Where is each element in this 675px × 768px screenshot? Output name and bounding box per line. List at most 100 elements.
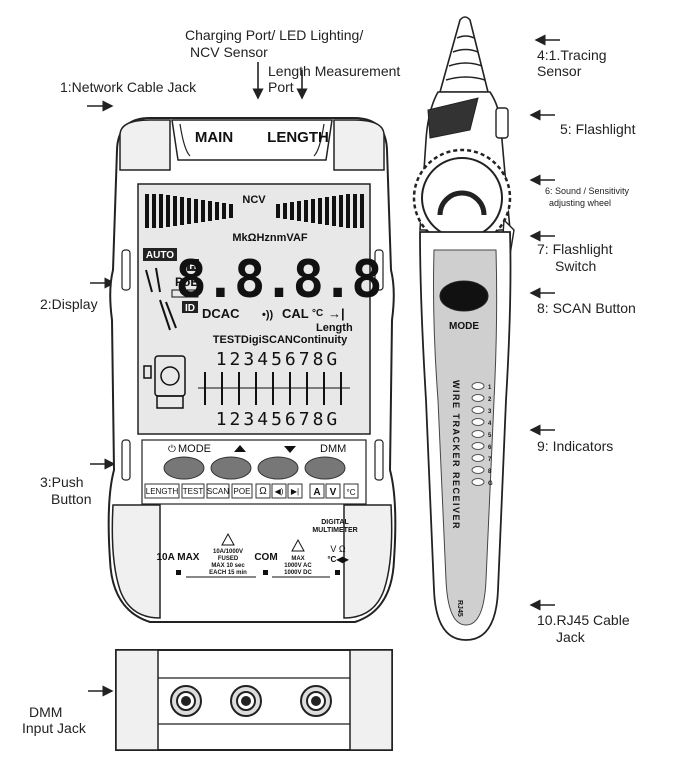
svg-text:POE: POE xyxy=(234,487,251,496)
tracer-receiver: MODE WIRE TRACKER RECEIVER 1 2 3 4 5 6 7… xyxy=(412,16,515,641)
ncv-bargraph xyxy=(145,194,364,228)
unit-symbols: MkΩHznmVAF xyxy=(232,232,308,244)
celsius-indicator: °C xyxy=(312,308,323,319)
flashlight-lens xyxy=(427,97,479,139)
label-rj45-jack-1: 10.RJ45 Cable xyxy=(537,612,630,628)
down-button[interactable] xyxy=(257,456,299,480)
hold-badge xyxy=(187,259,199,271)
fuse-rating: 10A/1000V FUSED MAX 10 sec EACH 15 min xyxy=(209,549,247,576)
label-rj45-jack-2: Jack xyxy=(556,629,585,645)
id-badge xyxy=(182,301,198,313)
voltage-rating: MAX 1000V AC 1000V DC xyxy=(284,556,312,576)
svg-text:6: 6 xyxy=(488,445,492,451)
down-arrow-icon xyxy=(284,446,296,453)
continuity-icon: •)) xyxy=(262,309,274,321)
main-digits: 8.8.8.8 xyxy=(175,250,380,310)
10a-max-label: 10A MAX xyxy=(157,552,200,563)
svg-text:V: V xyxy=(330,487,337,498)
svg-text:°C: °C xyxy=(347,488,356,497)
svg-text:TEST: TEST xyxy=(183,487,204,496)
hold-label: H xyxy=(189,261,196,272)
label-network-cable-jack: 1:Network Cable Jack xyxy=(60,79,197,95)
dmm-input-jacks xyxy=(170,685,332,717)
svg-text:Ω: Ω xyxy=(259,486,267,497)
label-push-button-1: 3:Push xyxy=(40,474,84,490)
probe-icon xyxy=(145,267,177,331)
label-dmm-jack-2: Input Jack xyxy=(22,720,86,736)
wire-tracker-receiver-label: WIRE TRACKER RECEIVER xyxy=(451,380,461,530)
label-display: 2:Display xyxy=(40,296,98,312)
label-flashlight-switch-2: Switch xyxy=(555,258,597,274)
svg-text:LENGTH: LENGTH xyxy=(146,487,179,496)
label-sound-wheel-2: adjusting wheel xyxy=(549,198,612,208)
led-indicators xyxy=(471,382,485,486)
bottom-view xyxy=(115,649,393,751)
label-flashlight-switch-1: 7: Flashlight xyxy=(537,241,613,257)
warning-icon-2 xyxy=(291,538,305,552)
scan-button[interactable] xyxy=(439,280,489,312)
length-indicator: Length xyxy=(316,322,353,334)
warning-icon xyxy=(221,532,235,546)
remote-unit-icon xyxy=(143,355,186,409)
svg-text:7: 7 xyxy=(488,457,492,463)
wiremap-top-numbers: 12345678G xyxy=(216,349,341,370)
mode-button-label: MODE xyxy=(178,443,211,455)
label-indicators: 9: Indicators xyxy=(537,438,614,454)
svg-text:▶|: ▶| xyxy=(291,487,299,496)
label-flashlight: 5: Flashlight xyxy=(560,121,636,137)
label-length-measurement: Length Measurement xyxy=(268,63,401,79)
mode-button[interactable] xyxy=(163,456,205,480)
label-tracing-sensor-2: Sensor xyxy=(537,63,582,79)
svg-text:1000V DC: 1000V DC xyxy=(284,570,312,576)
ncv-indicator: NCV xyxy=(242,194,266,206)
svg-text:EACH 15 min: EACH 15 min xyxy=(209,570,247,576)
wiremap-lines xyxy=(198,372,350,405)
auto-label: AUTO xyxy=(146,250,174,261)
svg-text:MAX 10 sec: MAX 10 sec xyxy=(211,563,245,569)
dmm-button[interactable] xyxy=(304,456,346,480)
main-tester: MAIN LENGTH NCV MkΩHznmVAF AUTO H xyxy=(107,117,397,623)
power-icon: ⏻ xyxy=(168,444,176,455)
tracing-sensor-tip xyxy=(438,16,490,93)
battery-segments xyxy=(171,289,199,298)
receiver-mode-label: MODE xyxy=(449,321,479,332)
label-length-port: Port xyxy=(268,79,294,95)
v-ohm-label: V Ω xyxy=(330,544,346,554)
label-scan-button: 8: SCAN Button xyxy=(537,300,636,316)
svg-text:5: 5 xyxy=(488,433,492,439)
digital-label: DIGITAL xyxy=(321,519,349,526)
svg-text:8: 8 xyxy=(488,469,492,475)
up-button[interactable] xyxy=(210,456,252,480)
length-port-label: LENGTH xyxy=(267,129,329,146)
temp-diode-label: °C◀▶ xyxy=(327,555,349,564)
auto-badge xyxy=(143,248,177,261)
svg-text:3: 3 xyxy=(488,409,492,415)
mode-indicator-row: TESTDigiSCANContinuity xyxy=(213,334,348,346)
label-tracing-sensor-1: 4:1.Tracing xyxy=(537,47,607,63)
main-port-label: MAIN xyxy=(195,129,233,146)
svg-text:2: 2 xyxy=(488,397,492,403)
label-charging-port: Charging Port/ LED Lighting/ xyxy=(185,27,364,43)
dcac-indicator: DCAC xyxy=(202,306,240,321)
cal-indicator: CAL xyxy=(282,306,309,321)
label-ncv-sensor: NCV Sensor xyxy=(190,44,268,60)
svg-text:G: G xyxy=(488,481,493,487)
rj45-label: RJ45 xyxy=(456,600,463,617)
svg-text:MAX: MAX xyxy=(291,556,304,562)
led-numbers: 1 2 3 4 5 6 7 8 G xyxy=(488,385,493,487)
wiremap-bottom-numbers: 12345678G xyxy=(216,409,341,430)
flashlight xyxy=(495,107,509,139)
id-label: ID xyxy=(185,303,195,314)
key-labels: LENGTH TEST SCAN POE Ω ◀) ▶| A V °C xyxy=(144,483,359,499)
com-label: COM xyxy=(254,552,277,563)
up-arrow-icon xyxy=(234,445,246,452)
label-dmm-jack-1: DMM xyxy=(29,704,63,720)
svg-text:A: A xyxy=(313,487,320,498)
label-sound-wheel-1: 6: Sound / Sensitivity xyxy=(545,186,630,196)
callout-arrows xyxy=(87,34,560,697)
terminal-markers xyxy=(176,570,340,575)
multimeter-label: MULTIMETER xyxy=(312,527,357,534)
svg-text:1000V AC: 1000V AC xyxy=(284,563,312,569)
label-push-button-2: Button xyxy=(51,491,92,507)
